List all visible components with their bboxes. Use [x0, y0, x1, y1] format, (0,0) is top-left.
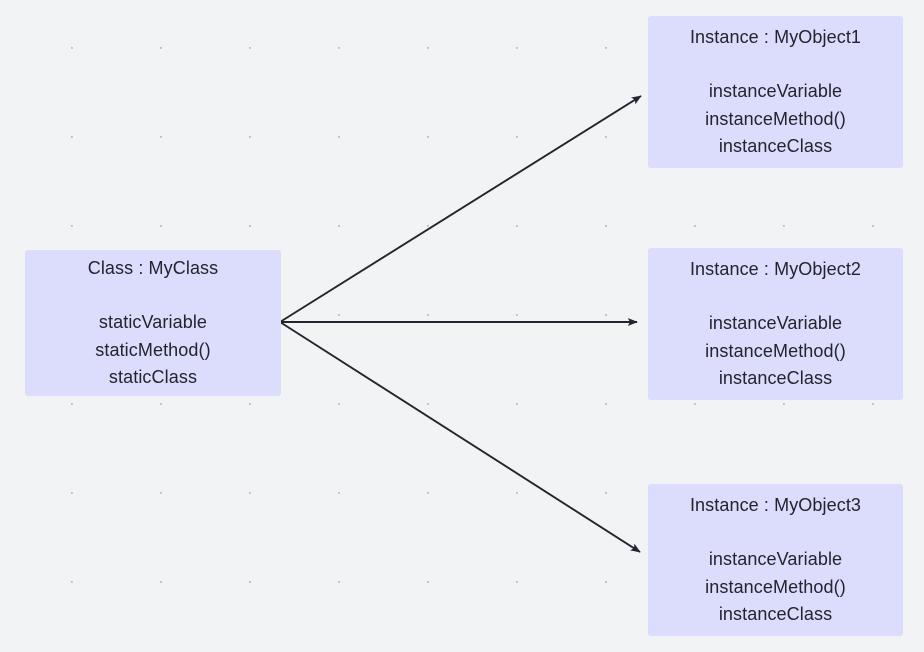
instance-member: instanceMethod() — [705, 340, 846, 361]
edge-class-to-instance-1 — [279, 95, 642, 323]
class-member: staticMethod() — [95, 339, 211, 360]
instance-node-3-members: instanceVariable instanceMethod() instan… — [705, 546, 846, 628]
instance-member: instanceClass — [718, 367, 833, 388]
instance-member: instanceClass — [718, 135, 833, 156]
instance-member: instanceMethod() — [705, 576, 846, 597]
class-node-title: Class : MyClass — [87, 257, 219, 278]
instance-node-2[interactable]: Instance : MyObject2 instanceVariable in… — [648, 248, 903, 400]
instance-node-1-title: Instance : MyObject1 — [689, 26, 862, 47]
instance-node-1[interactable]: Instance : MyObject1 instanceVariable in… — [648, 16, 903, 168]
instance-member: instanceClass — [718, 603, 833, 624]
instance-node-1-members: instanceVariable instanceMethod() instan… — [705, 78, 846, 160]
instance-node-2-members: instanceVariable instanceMethod() instan… — [705, 310, 846, 392]
instance-member: instanceVariable — [708, 549, 843, 570]
instance-member: instanceMethod() — [705, 108, 846, 129]
class-member: staticClass — [108, 366, 198, 387]
instance-node-2-title: Instance : MyObject2 — [689, 258, 862, 279]
instance-member: instanceVariable — [708, 81, 843, 102]
edge-class-to-instance-3 — [279, 321, 641, 553]
class-node[interactable]: Class : MyClass staticVariable staticMet… — [25, 250, 281, 396]
class-member: staticVariable — [98, 312, 208, 333]
instance-node-3-title: Instance : MyObject3 — [689, 494, 862, 515]
instance-member: instanceVariable — [708, 313, 843, 334]
class-node-members: staticVariable staticMethod() staticClas… — [95, 309, 210, 391]
instance-node-3[interactable]: Instance : MyObject3 instanceVariable in… — [648, 484, 903, 636]
